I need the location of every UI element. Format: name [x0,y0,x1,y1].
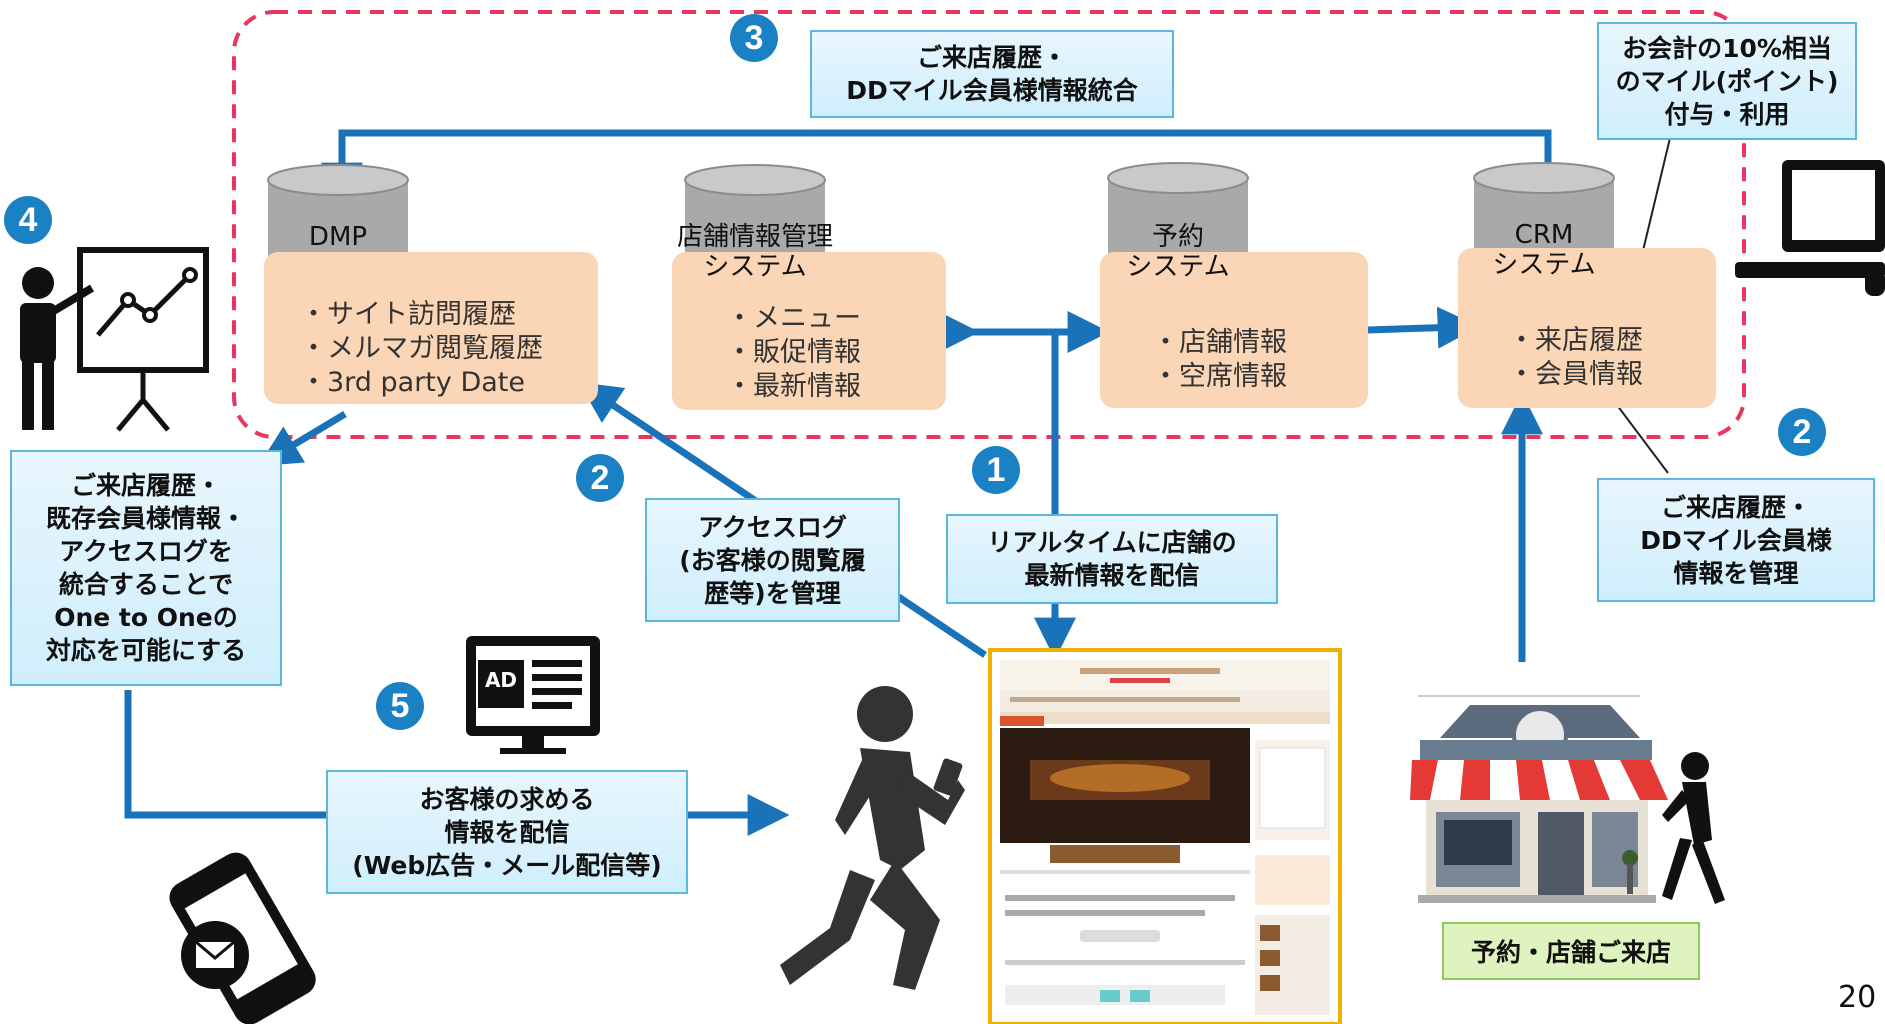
reserve-crm-arrow [1367,306,1480,349]
integration-arrow [321,129,1552,205]
badge-4: 4 [4,196,52,244]
crm-bullets: ・来店履歴 ・会員情報 [1508,324,1643,392]
dmp-block [264,252,598,404]
store-block [672,252,946,410]
badge-2-right: 2 [1778,408,1826,456]
reserve-bullets: ・店舗情報 ・空席情報 [1152,326,1287,394]
dmp-label: DMP [308,222,368,252]
store-system-label: 店舗情報管理 システム [676,222,833,282]
integration-callout: ご来店履歴・ DDマイル会員様情報統合 [810,30,1174,118]
dd-manage-callout: ご来店履歴・ DDマイル会員様 情報を管理 [1597,478,1875,602]
reserve-block [1100,252,1368,408]
badge-2-left: 2 [576,454,624,502]
badge-5: 5 [376,682,424,730]
walking-person-icon [780,686,965,990]
access-log-callout: アクセスログ (お客様の閲覧履 歴等)を管理 [645,498,900,622]
bullet-store-info: ・店舗情報 [1152,327,1287,358]
deliver-callout: お客様の求める 情報を配信 (Web広告・メール配信等) [326,770,688,894]
page-number: 20 [1838,980,1877,1015]
points-callout: お会計の10%相当 のマイル(ポイント) 付与・利用 [1597,22,1857,140]
crm-system-label: CRM システム [1492,220,1596,280]
storefront-icon [1410,695,1668,903]
bullet-visit-history: ・来店履歴 [1508,325,1643,356]
badge-1: 1 [972,446,1020,494]
phone-mail-icon [169,852,316,1024]
badge-3: 3 [730,14,778,62]
bullet-vacancy: ・空席情報 [1152,361,1287,392]
bullet-latest: ・最新情報 [726,371,861,402]
dmp-out-arrow [258,410,347,467]
crm-block [1458,248,1716,408]
bullet-menu: ・メニュー [726,303,861,334]
ad-monitor-icon [466,636,600,754]
realtime-callout: リアルタイムに店舗の 最新情報を配信 [946,514,1278,604]
dmp-bullets: ・サイト訪問履歴 ・メルマガ閲覧履歴 ・3rd party Date [300,298,543,400]
bullet-promo: ・販促情報 [726,337,861,368]
bullet-member-info: ・会員情報 [1508,359,1643,390]
store-visit-label: 予約・店舗ご来店 [1442,922,1700,980]
website-screenshot [988,648,1342,1024]
computer-icon [1735,160,1885,296]
bullet-site-visits: ・サイト訪問履歴 [300,299,516,330]
bullet-3rd-party: ・3rd party Date [300,367,525,398]
ad-label: AD [484,668,518,692]
reserve-system-label: 予約 システム [1126,222,1230,282]
system-region [232,10,1746,439]
one-to-one-callout: ご来店履歴・ 既存会員様情報・ アクセスログを 統合することで One to O… [10,450,282,686]
bullet-mailmag: ・メルマガ閲覧履歴 [300,333,543,364]
presenter-icon [20,247,209,432]
store-person-icon [1662,752,1725,904]
store-bullets: ・メニュー ・販促情報 ・最新情報 [726,302,861,404]
